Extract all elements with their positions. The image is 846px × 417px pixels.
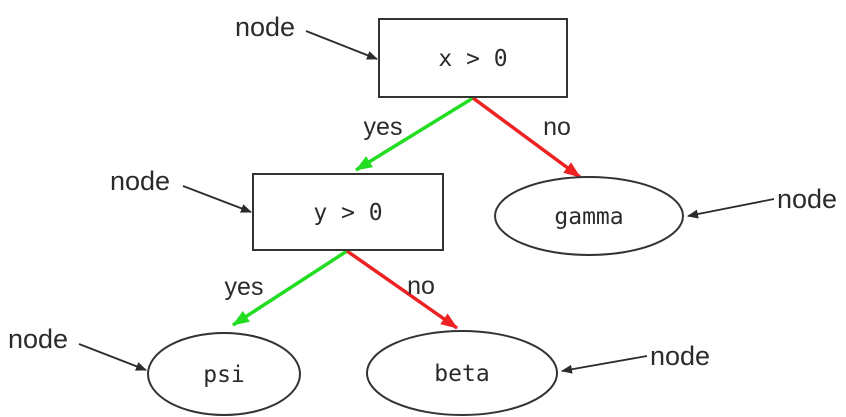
node-psi-label: psi [203, 362, 245, 388]
node-beta-ellipse [366, 330, 558, 416]
annotation-arrow-beta [561, 355, 648, 374]
edge-label-no-top: no [543, 113, 571, 141]
annotation-arrow-psi [78, 343, 147, 371]
annotation-arrow-root [305, 30, 378, 60]
node-gamma-label: gamma [554, 204, 623, 230]
edge-label-yes-top: yes [364, 113, 403, 141]
node-gamma-ellipse [494, 176, 684, 256]
annotation-label-psi: node [8, 324, 68, 354]
edge-label-no-bottom: no [407, 272, 435, 300]
edge-labels: yes no yes no [225, 113, 571, 301]
annotation-label-root: node [235, 12, 295, 42]
annotation-arrow-ybranch [182, 185, 252, 213]
nodes [147, 18, 684, 416]
node-root-rect [378, 18, 568, 98]
annotation-label-ybranch: node [110, 166, 170, 196]
edges [232, 96, 582, 330]
edge-root-no [471, 96, 582, 179]
edge-root-yes [355, 96, 474, 172]
node-root-label: x > 0 [438, 46, 507, 72]
node-ybranch-rect [252, 173, 444, 251]
annotation-arrow-gamma [687, 198, 775, 219]
edge-label-yes-bottom: yes [225, 273, 264, 301]
annotations: node node node node node [8, 12, 837, 374]
node-ybranch-label: y > 0 [313, 200, 382, 226]
node-beta-label: beta [434, 361, 489, 387]
annotation-label-gamma: node [777, 184, 837, 214]
node-labels: x > 0 y > 0 gamma psi beta [203, 46, 623, 388]
annotation-label-beta: node [650, 341, 710, 371]
node-psi-ellipse [147, 332, 301, 416]
edge-ybranch-yes [232, 249, 348, 327]
edge-ybranch-no [345, 249, 459, 330]
